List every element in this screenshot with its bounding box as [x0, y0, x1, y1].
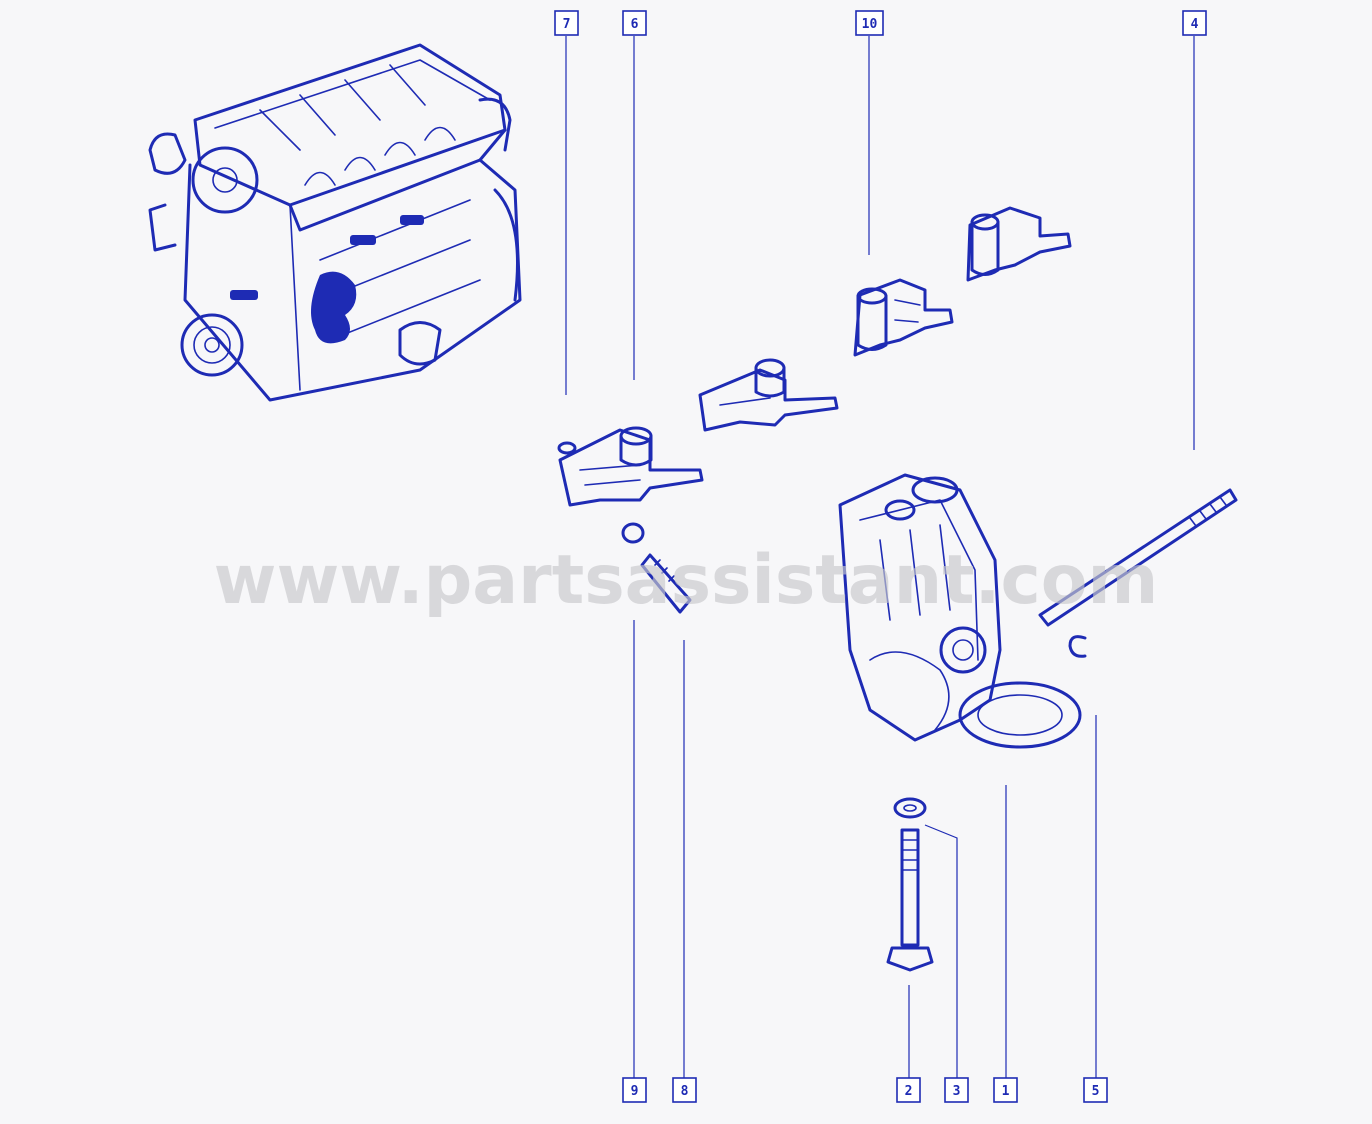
mount-block-lower	[853, 278, 954, 357]
callout-10-label: 10	[862, 17, 878, 32]
callout-4-label: 4	[1191, 17, 1199, 32]
callout-5: 5	[1083, 1077, 1108, 1103]
mount-block-upper	[966, 206, 1072, 282]
callout-8: 8	[672, 1077, 697, 1103]
long-stud	[1038, 488, 1238, 627]
engine-assembly-illustration	[148, 43, 522, 402]
callout-2: 2	[896, 1077, 921, 1103]
callout-8-label: 8	[681, 1084, 689, 1099]
callout-2-label: 2	[905, 1084, 913, 1099]
watermark-text: www.partsassistant.com	[214, 541, 1159, 620]
callout-7-label: 7	[563, 17, 571, 32]
callout-7: 7	[554, 10, 579, 36]
mount-bracket-rear	[698, 358, 839, 432]
callout-1-label: 1	[1002, 1084, 1010, 1099]
callout-9: 9	[622, 1077, 647, 1103]
callout-3: 3	[944, 1077, 969, 1103]
callout-3-label: 3	[953, 1084, 961, 1099]
callout-4: 4	[1182, 10, 1207, 36]
mount-bracket-front	[557, 426, 704, 614]
callout-9-label: 9	[631, 1084, 639, 1099]
lower-bolt-and-washer	[886, 797, 934, 972]
callout-6: 6	[622, 10, 647, 36]
mount-housing	[838, 473, 1087, 749]
callout-1: 1	[993, 1077, 1018, 1103]
callout-6-label: 6	[631, 17, 639, 32]
callout-10: 10	[855, 10, 884, 36]
callout-5-label: 5	[1092, 1084, 1100, 1099]
leader-lines	[565, 36, 1195, 1078]
